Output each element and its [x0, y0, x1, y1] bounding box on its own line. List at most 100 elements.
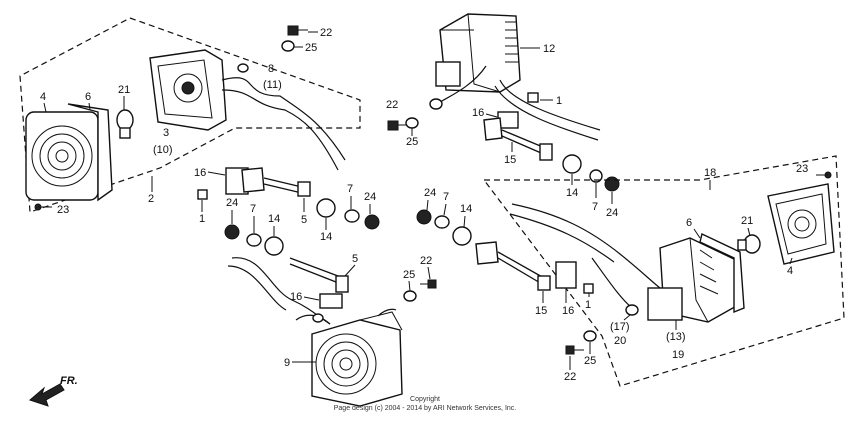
callout-16: 16: [472, 107, 484, 119]
top-left-wires: [221, 77, 346, 171]
middle-right-grommet: [625, 304, 639, 316]
middle-right-wires: [509, 203, 661, 309]
callout-6: 6: [686, 217, 692, 229]
direction-label: FR.: [60, 375, 78, 387]
callout-14: 14: [268, 213, 280, 225]
bottom-lens-assembly: [311, 311, 403, 407]
top-right-stay: [483, 117, 553, 161]
top-right-housing: [435, 13, 521, 93]
top-left-washer: [281, 40, 295, 52]
top-right-bolt: [387, 120, 408, 131]
callout-4: 4: [787, 265, 793, 277]
callout-13: (13): [666, 331, 686, 343]
callout-21: 21: [118, 84, 130, 96]
callout-3: 3: [163, 127, 169, 139]
top-left-grommet: [237, 63, 249, 73]
callout-22: 22: [386, 99, 398, 111]
callout-25: 25: [305, 42, 317, 54]
callout-23: 23: [57, 204, 69, 216]
middle-left-nut-a: [364, 214, 380, 230]
callout-24: 24: [364, 191, 376, 203]
top-right-nut: [604, 176, 620, 192]
callout-15: 15: [535, 305, 547, 317]
callout-18: 18: [704, 167, 716, 179]
middle-left-washer-b: [246, 233, 262, 247]
middle-left-stay-b: [289, 257, 349, 293]
right-lens: [767, 183, 835, 265]
callout-1: 1: [199, 213, 205, 225]
callout-6: 6: [85, 91, 91, 103]
middle-right-washer: [434, 215, 450, 229]
middle-right-stay: [475, 241, 551, 291]
middle-right-bracket: [555, 261, 577, 289]
callout-10: (10): [153, 144, 173, 156]
callout-7: 7: [250, 203, 256, 215]
callout-24: 24: [606, 207, 618, 219]
bottom-grommet: [312, 313, 324, 323]
top-left-gasket: [67, 103, 113, 202]
callout-7: 7: [347, 183, 353, 195]
top-right-screw: [816, 171, 832, 179]
right-assembly-outline: [483, 155, 845, 387]
top-right-grommet: [429, 98, 443, 110]
middle-right-washer-25: [403, 290, 417, 302]
callout-21: 21: [741, 215, 753, 227]
callout-14: 14: [460, 203, 472, 215]
callout-5: 5: [301, 214, 307, 226]
middle-left-washer-a: [344, 209, 360, 223]
middle-left-rubber-b: [264, 236, 284, 256]
callout-1: 1: [585, 299, 591, 311]
bottom-washer: [583, 330, 597, 342]
callout-15: 15: [504, 154, 516, 166]
middle-right-rubber: [452, 226, 472, 246]
callout-16: 16: [562, 305, 574, 317]
top-right-collar: [527, 92, 539, 103]
right-bulb: [737, 234, 761, 254]
middle-right-nut: [416, 209, 432, 225]
top-right-washer-7: [589, 169, 603, 183]
middle-right-bolt: [420, 279, 437, 289]
bottom-wires: [295, 308, 397, 325]
callout-8: 8: [268, 63, 274, 75]
callout-19: 19: [672, 349, 684, 361]
callout-7: 7: [443, 191, 449, 203]
callout-16: 16: [194, 167, 206, 179]
callout-25: 25: [406, 136, 418, 148]
callout-22: 22: [420, 255, 432, 267]
callout-16: 16: [290, 291, 302, 303]
right-gasket: [699, 233, 745, 314]
callout-22: 22: [320, 27, 332, 39]
copyright-line-1: Copyright: [410, 396, 440, 403]
callout-14: 14: [320, 231, 332, 243]
callout-14: 14: [566, 187, 578, 199]
top-right-rubber: [562, 154, 582, 174]
callout-25: 25: [403, 269, 415, 281]
copyright-line-2: Page design (c) 2004 - 2014 by ARI Netwo…: [334, 405, 517, 412]
callout-4: 4: [40, 91, 46, 103]
callout-5: 5: [352, 253, 358, 265]
callout-11: (11): [263, 79, 282, 91]
top-left-housing: [149, 49, 227, 131]
top-left-bulb: [116, 109, 134, 139]
bottom-bolt: [565, 345, 584, 355]
top-left-lens: [25, 111, 99, 201]
callout-17: (17): [610, 321, 630, 333]
middle-right-collar: [583, 283, 594, 294]
front-direction-arrow-icon: [29, 383, 65, 407]
top-left-assembly-outline: [19, 17, 361, 213]
callout-23: 23: [796, 163, 808, 175]
middle-left-nut-b: [224, 224, 240, 240]
callout-25: 25: [584, 355, 596, 367]
top-left-bolt: [287, 25, 308, 36]
callout-12: 12: [543, 43, 555, 55]
callout-20: 20: [614, 335, 626, 347]
middle-left-bracket-b: [319, 293, 343, 309]
callout-22: 22: [564, 371, 576, 383]
callout-9: 9: [284, 357, 290, 369]
callout-24: 24: [226, 197, 238, 209]
middle-left-stay: [241, 167, 311, 197]
middle-left-collar: [197, 189, 208, 200]
middle-left-rubber-a: [316, 198, 336, 218]
callout-2: 2: [148, 193, 154, 205]
